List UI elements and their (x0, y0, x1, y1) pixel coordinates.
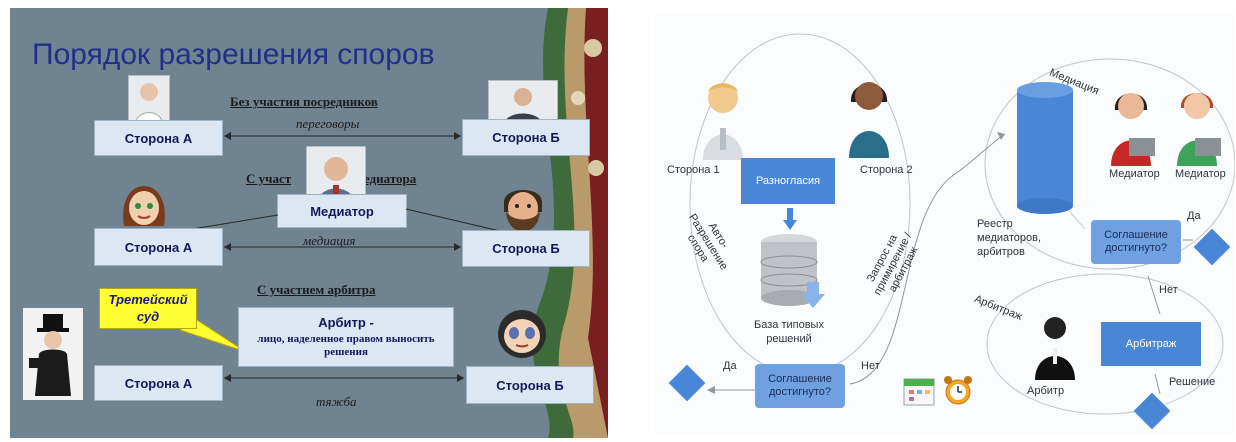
no-top-label: Нет (1159, 284, 1178, 296)
masked-avatar (494, 306, 550, 360)
arbiter-title: Арбитр - (318, 315, 374, 330)
registry-cylinder (1017, 82, 1073, 214)
arbitration-box: Арбитраж (1101, 322, 1201, 366)
negotiation-arrow (224, 132, 461, 140)
page-title: Порядок разрешения споров (32, 38, 435, 71)
litigation-arrow (224, 374, 464, 382)
party-b-box: Сторона Б (462, 119, 590, 156)
calendar-icon (903, 376, 935, 406)
mediator-box: Медиатор (277, 194, 407, 228)
party2-label: Сторона 2 (860, 164, 913, 176)
mediator1-label: Медиатор (1109, 168, 1160, 180)
party2-avatar (845, 72, 893, 158)
right-diagram: Медиация Сторона 1 Сторона 2 Разногласия… (655, 14, 1235, 434)
decorative-border (508, 8, 608, 438)
judge-figure (23, 308, 83, 400)
party1-avatar (699, 76, 747, 160)
left-slide: Порядок разрешения споров Без участия по… (10, 8, 608, 438)
mediator2-avatar (1173, 84, 1223, 166)
section-title-mediator-left: С участ (246, 171, 292, 186)
mediator1-avatar (1107, 84, 1157, 166)
arbiter-box: Арбитр - лицо, наделенное правом выносит… (238, 307, 454, 367)
woman-avatar (118, 182, 170, 234)
party-b-box-litigation: Сторона Б (466, 366, 594, 404)
agreement-box-top: Соглашение достигнуто? (1091, 220, 1181, 264)
party-a-box: Сторона А (94, 120, 223, 156)
agreement-box-bottom: Соглашение достигнуто? (755, 364, 845, 408)
arbiter-label: Арбитр (1027, 385, 1065, 397)
mediation-label: медиация (303, 233, 356, 248)
party-a-box-litigation: Сторона А (94, 365, 223, 401)
yes-bottom-label: Да (723, 360, 737, 372)
database-label: База типовых решений (754, 319, 824, 345)
mediation-arrow (224, 243, 461, 251)
disagreement-down-arrow (783, 208, 797, 230)
litigation-label: тяжба (316, 394, 357, 409)
section-title-no-mediator: Без участия посредников (230, 94, 378, 109)
disagreement-box: Разногласия (741, 158, 835, 204)
alarm-clock-icon (943, 374, 973, 406)
bearded-man-avatar (496, 182, 550, 242)
mediator2-label: Медиатор (1175, 168, 1226, 180)
registry-label: Реестр медиаторов, арбитров (977, 218, 1042, 258)
negotiation-label: переговоры (296, 116, 360, 131)
yes-top-label: Да (1187, 210, 1201, 222)
arbiter-description: лицо, наделенное правом выносить решения (257, 333, 435, 358)
no-bottom-label: Нет (861, 360, 880, 372)
decision-label: Решение (1169, 376, 1216, 388)
arbitration-court-callout: Третейский суд (99, 288, 197, 329)
party1-label: Сторона 1 (667, 164, 720, 176)
section-title-arbiter: С участием арбитра (257, 282, 376, 297)
section-title-mediator-right: едиатора (364, 171, 417, 186)
database-icon (757, 232, 827, 312)
party-a-box-mediation: Сторона А (94, 228, 223, 266)
party-b-box-mediation: Сторона Б (462, 230, 590, 267)
arbiter-avatar (1033, 312, 1077, 380)
flow-ellipses (689, 33, 1235, 415)
